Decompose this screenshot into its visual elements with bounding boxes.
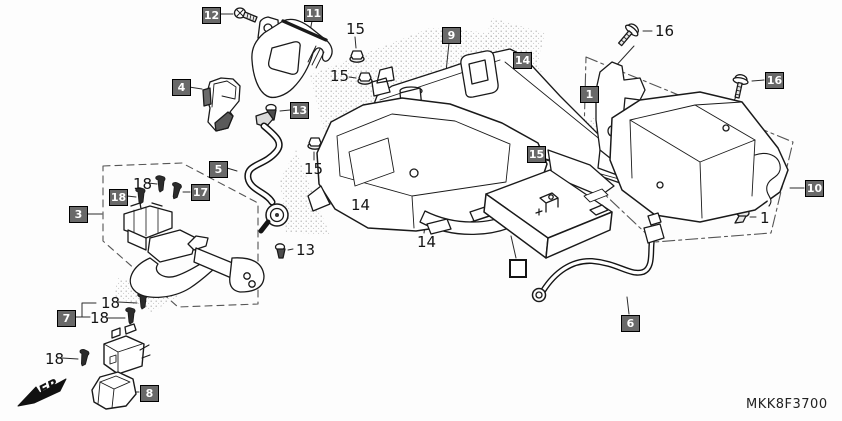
part-box-10: [595, 61, 789, 223]
callout-11: 11: [304, 5, 323, 22]
callout-1-a: 1: [580, 86, 599, 103]
part-relay-7: [103, 323, 151, 375]
diagram-code: MKK8F3700: [746, 397, 828, 412]
callout-14-a: 14: [513, 52, 532, 69]
screw-12: [233, 7, 258, 23]
front-label: FR.: [37, 374, 67, 400]
callout-15-a: 15: [346, 20, 366, 38]
part-bracket-4: [202, 77, 241, 132]
part-battery: [483, 169, 613, 259]
callout-4: 4: [172, 79, 191, 96]
callout-18-e: 18: [45, 350, 65, 368]
part-cable-6: [531, 212, 665, 303]
callout-14-b: 14: [351, 196, 371, 214]
callout-16-a: 16: [655, 22, 675, 40]
part-hose-5: [244, 111, 289, 234]
callout-18-d: 18: [90, 309, 110, 327]
callout-1-b: 1: [760, 209, 770, 227]
callout-9: 9: [442, 27, 461, 44]
callout-3: 3: [69, 206, 88, 223]
part-cover-11: [251, 16, 333, 99]
callout-14-c: 14: [417, 233, 437, 251]
callout-16-b: 16: [765, 72, 784, 89]
callout-15-b: 15: [330, 67, 350, 85]
callout-8: 8: [140, 385, 159, 402]
callout-5: 5: [209, 161, 228, 178]
callout-13-b: 13: [296, 241, 316, 259]
callout-12: 12: [202, 7, 221, 24]
screw-13-lower: [274, 243, 286, 259]
bolt-16-group: [617, 23, 749, 99]
callout-7: 7: [57, 310, 76, 327]
callout-battery-empty-box: [509, 259, 527, 278]
callout-13: 13: [290, 102, 309, 119]
callout-6: 6: [621, 315, 640, 332]
front-arrow-icon: [17, 378, 67, 407]
callout-15-c: 15: [527, 146, 546, 163]
group-boundary-3: [102, 162, 259, 308]
callout-18-c: 18: [101, 294, 121, 312]
callout-18-a: 18: [133, 175, 153, 193]
callout-17: 17: [191, 184, 210, 201]
callout-18-b: 18: [109, 189, 128, 206]
front-direction-indicator: FR.: [12, 370, 92, 420]
part-cover-8: [91, 371, 137, 410]
callout-15-d: 15: [304, 160, 324, 178]
callout-10: 10: [805, 180, 824, 197]
part-switch-3: [123, 202, 265, 298]
